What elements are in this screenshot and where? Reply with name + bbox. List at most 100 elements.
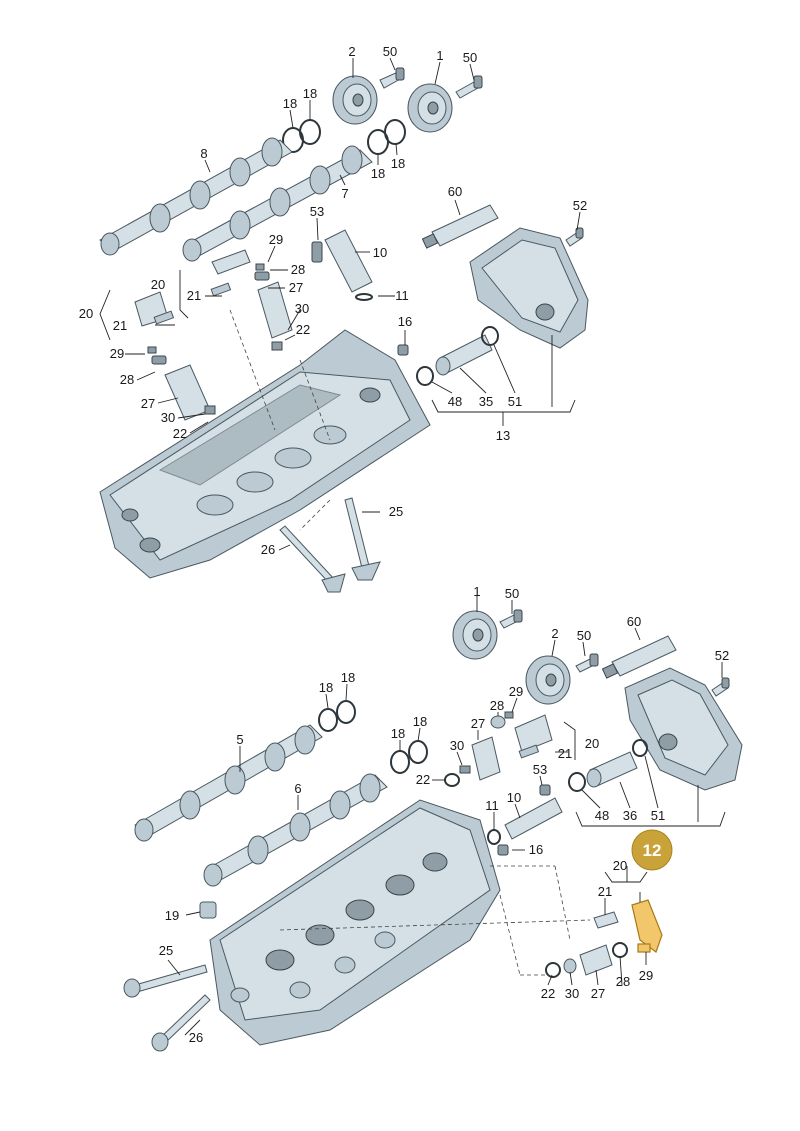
callout-label-6: 6	[294, 781, 301, 796]
callout-label-30: 30	[295, 301, 309, 316]
lower-bolt-52	[711, 677, 730, 697]
upper-plug-16	[397, 344, 409, 356]
callout-label-18: 18	[413, 714, 427, 729]
upper-o-ring-48	[416, 366, 434, 386]
callout-label-1: 1	[436, 48, 443, 63]
upper-bolt-52	[565, 227, 584, 247]
callout-label-50: 50	[505, 586, 519, 601]
callout-label-19: 19	[165, 908, 179, 923]
lower-camshaft-adjuster-2	[525, 655, 571, 705]
upper-valves	[279, 497, 381, 593]
lower-o-ring-51	[632, 739, 648, 757]
lower-rocker-and-springs	[444, 711, 553, 787]
callout-label-28: 28	[120, 372, 134, 387]
callout-label-29: 29	[509, 684, 523, 699]
callout-label-7: 7	[341, 186, 348, 201]
callout-label-50: 50	[383, 44, 397, 59]
callout-label-13: 13	[496, 428, 510, 443]
lower-cylinder-head	[209, 799, 501, 1046]
callout-label-26: 26	[261, 542, 275, 557]
callout-label-28: 28	[490, 698, 504, 713]
upper-seal-rings-18	[282, 119, 406, 155]
upper-housing-cover	[469, 227, 589, 349]
upper-actuator-35	[435, 334, 493, 376]
callout-label-26: 26	[189, 1030, 203, 1045]
callout-label-21: 21	[187, 288, 201, 303]
callout-label-48: 48	[595, 808, 609, 823]
callout-label-18: 18	[319, 680, 333, 695]
callout-label-16: 16	[529, 842, 543, 857]
callout-label-29: 29	[110, 346, 124, 361]
callout-label-30: 30	[565, 986, 579, 1001]
callout-label-18: 18	[341, 670, 355, 685]
upper-o-ring-51	[481, 326, 499, 346]
upper-cylinder-head	[99, 329, 431, 579]
upper-camshaft-8	[99, 137, 293, 256]
callout-label-27: 27	[471, 716, 485, 731]
callout-label-48: 48	[448, 394, 462, 409]
callout-label-20: 20	[79, 306, 93, 321]
lower-solenoid-10	[504, 784, 563, 840]
callout-label-60: 60	[448, 184, 462, 199]
callout-label-53: 53	[533, 762, 547, 777]
callout-label-18: 18	[391, 726, 405, 741]
callout-label-25: 25	[159, 943, 173, 958]
lower-plug-16	[497, 844, 509, 856]
upper-camshaft-adjuster-1	[407, 83, 453, 133]
callout-label-52: 52	[715, 648, 729, 663]
upper-solenoid-10	[311, 229, 373, 293]
callout-label-2: 2	[551, 626, 558, 641]
lower-part-19	[199, 901, 217, 919]
callout-label-8: 8	[200, 146, 207, 161]
upper-bolts-50	[379, 67, 483, 99]
lower-camshaft-adjuster-1	[452, 610, 498, 660]
callout-label-28: 28	[616, 974, 630, 989]
callout-label-53: 53	[310, 204, 324, 219]
callout-label-1: 1	[473, 584, 480, 599]
callout-label-10: 10	[373, 245, 387, 260]
detail-rocker-set	[545, 899, 663, 978]
callout-label-20: 20	[151, 277, 165, 292]
lower-cylinder-head-assembly	[123, 609, 743, 1052]
callout-label-51: 51	[508, 394, 522, 409]
callout-label-5: 5	[236, 732, 243, 747]
callout-label-10: 10	[507, 790, 521, 805]
callout-label-27: 27	[591, 986, 605, 1001]
highlighted-rocker-arm	[631, 899, 663, 953]
lower-actuator-36	[586, 751, 638, 788]
callout-label-20: 20	[585, 736, 599, 751]
highlight-badge-label: 12	[643, 841, 662, 860]
leader-lines	[99, 57, 726, 1036]
lower-o-ring-48	[568, 772, 586, 792]
callout-labels: 2 50 1 50 18 18 8 18 18 7 60 52 53 10 29 28 27 20 21 11 20 30…	[79, 44, 729, 1045]
callout-label-27: 27	[141, 396, 155, 411]
callout-label-50: 50	[463, 50, 477, 65]
lower-bolts-50	[499, 609, 599, 673]
lower-valves	[123, 964, 211, 1052]
callout-label-30: 30	[450, 738, 464, 753]
upper-valve-springs	[147, 263, 293, 421]
callout-label-29: 29	[269, 232, 283, 247]
callout-label-27: 27	[289, 280, 303, 295]
callout-label-21: 21	[558, 746, 572, 761]
highlight-badge-12[interactable]: 12	[631, 829, 673, 871]
callout-label-11: 11	[395, 288, 409, 303]
callout-label-18: 18	[303, 86, 317, 101]
callout-label-18: 18	[283, 96, 297, 111]
callout-label-28: 28	[291, 262, 305, 277]
callout-label-22: 22	[296, 322, 310, 337]
callout-label-30: 30	[161, 410, 175, 425]
callout-label-11: 11	[485, 798, 499, 813]
upper-camshaft-7	[182, 145, 373, 262]
lower-seal-rings-18	[318, 700, 428, 774]
callout-label-60: 60	[627, 614, 641, 629]
lower-o-ring-11	[487, 829, 501, 845]
upper-sealant-tube-60	[421, 204, 499, 249]
lower-sealant-tube-60	[601, 635, 677, 679]
callout-label-25: 25	[389, 504, 403, 519]
callout-label-22: 22	[416, 772, 430, 787]
callout-label-36: 36	[623, 808, 637, 823]
lower-housing-cover	[624, 667, 743, 791]
callout-label-20: 20	[613, 858, 627, 873]
